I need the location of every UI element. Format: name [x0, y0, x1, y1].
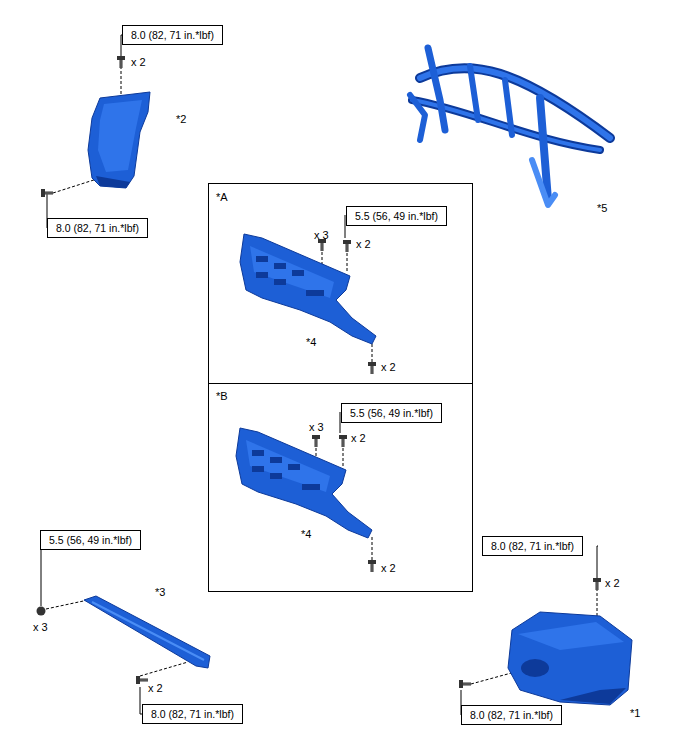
torque-value: 5.5 (56, 49 in.*lbf): [355, 210, 438, 222]
callout-text: x 2: [351, 432, 366, 444]
torque-spec-box: 5.5 (56, 49 in.*lbf): [341, 403, 442, 423]
callout-number: *3: [155, 586, 165, 599]
callout-number: *1: [630, 707, 640, 720]
torque-spec-box: 8.0 (82, 71 in.*lbf): [47, 218, 148, 238]
quantity-note: x 2: [148, 682, 163, 695]
callout-number: *5: [597, 202, 607, 215]
radiator-grille: [236, 428, 372, 538]
torque-value: 8.0 (82, 71 in.*lbf): [56, 222, 139, 234]
leader-lines: [41, 35, 598, 715]
bumper-strip: [84, 596, 210, 668]
callout-text: x 3: [309, 421, 324, 433]
variant-letter: *B: [216, 390, 228, 402]
callout-text: x 2: [381, 361, 396, 373]
callout-number: *2: [176, 113, 186, 126]
torque-spec-box: 8.0 (82, 71 in.*lbf): [142, 704, 243, 724]
torque-value: 8.0 (82, 71 in.*lbf): [470, 709, 553, 721]
torque-value: 5.5 (56, 49 in.*lbf): [49, 534, 132, 546]
torque-spec-box: 5.5 (56, 49 in.*lbf): [40, 530, 141, 550]
callout-text: *4: [306, 336, 316, 348]
torque-spec-box: 5.5 (56, 49 in.*lbf): [346, 206, 447, 226]
torque-spec-box: 8.0 (82, 71 in.*lbf): [482, 536, 583, 556]
callout-text: *4: [301, 528, 311, 540]
quantity-note: x 2: [605, 577, 620, 590]
variant-letter: *A: [216, 191, 228, 203]
radiator-support: [410, 48, 610, 205]
callout-text: x 3: [314, 229, 329, 241]
quantity-note: x 2: [131, 56, 146, 69]
bumper-side: [508, 612, 632, 705]
torque-spec-box: 8.0 (82, 71 in.*lbf): [461, 705, 562, 725]
callout-text: x 2: [356, 238, 371, 250]
torque-value: 8.0 (82, 71 in.*lbf): [491, 540, 574, 552]
radiator-grille: [240, 234, 376, 344]
assembly-lines: [46, 66, 597, 684]
torque-value: 5.5 (56, 49 in.*lbf): [350, 407, 433, 419]
torque-spec-box: 8.0 (82, 71 in.*lbf): [122, 25, 223, 45]
variant-panel: *B x 3 x 2 *4 x 2 5.5 (56, 49 in.*lbf): [208, 383, 473, 592]
nut-symbol: [37, 607, 46, 616]
callout-text: x 2: [381, 562, 396, 574]
quantity-note: x 3: [33, 621, 48, 634]
torque-value: 8.0 (82, 71 in.*lbf): [151, 708, 234, 720]
variant-panel: *A x 3 x 2 *4 x 2 5.5 (56, 49 in.*lbf): [208, 183, 473, 384]
torque-value: 8.0 (82, 71 in.*lbf): [131, 29, 214, 41]
fender-liner: [88, 92, 150, 188]
